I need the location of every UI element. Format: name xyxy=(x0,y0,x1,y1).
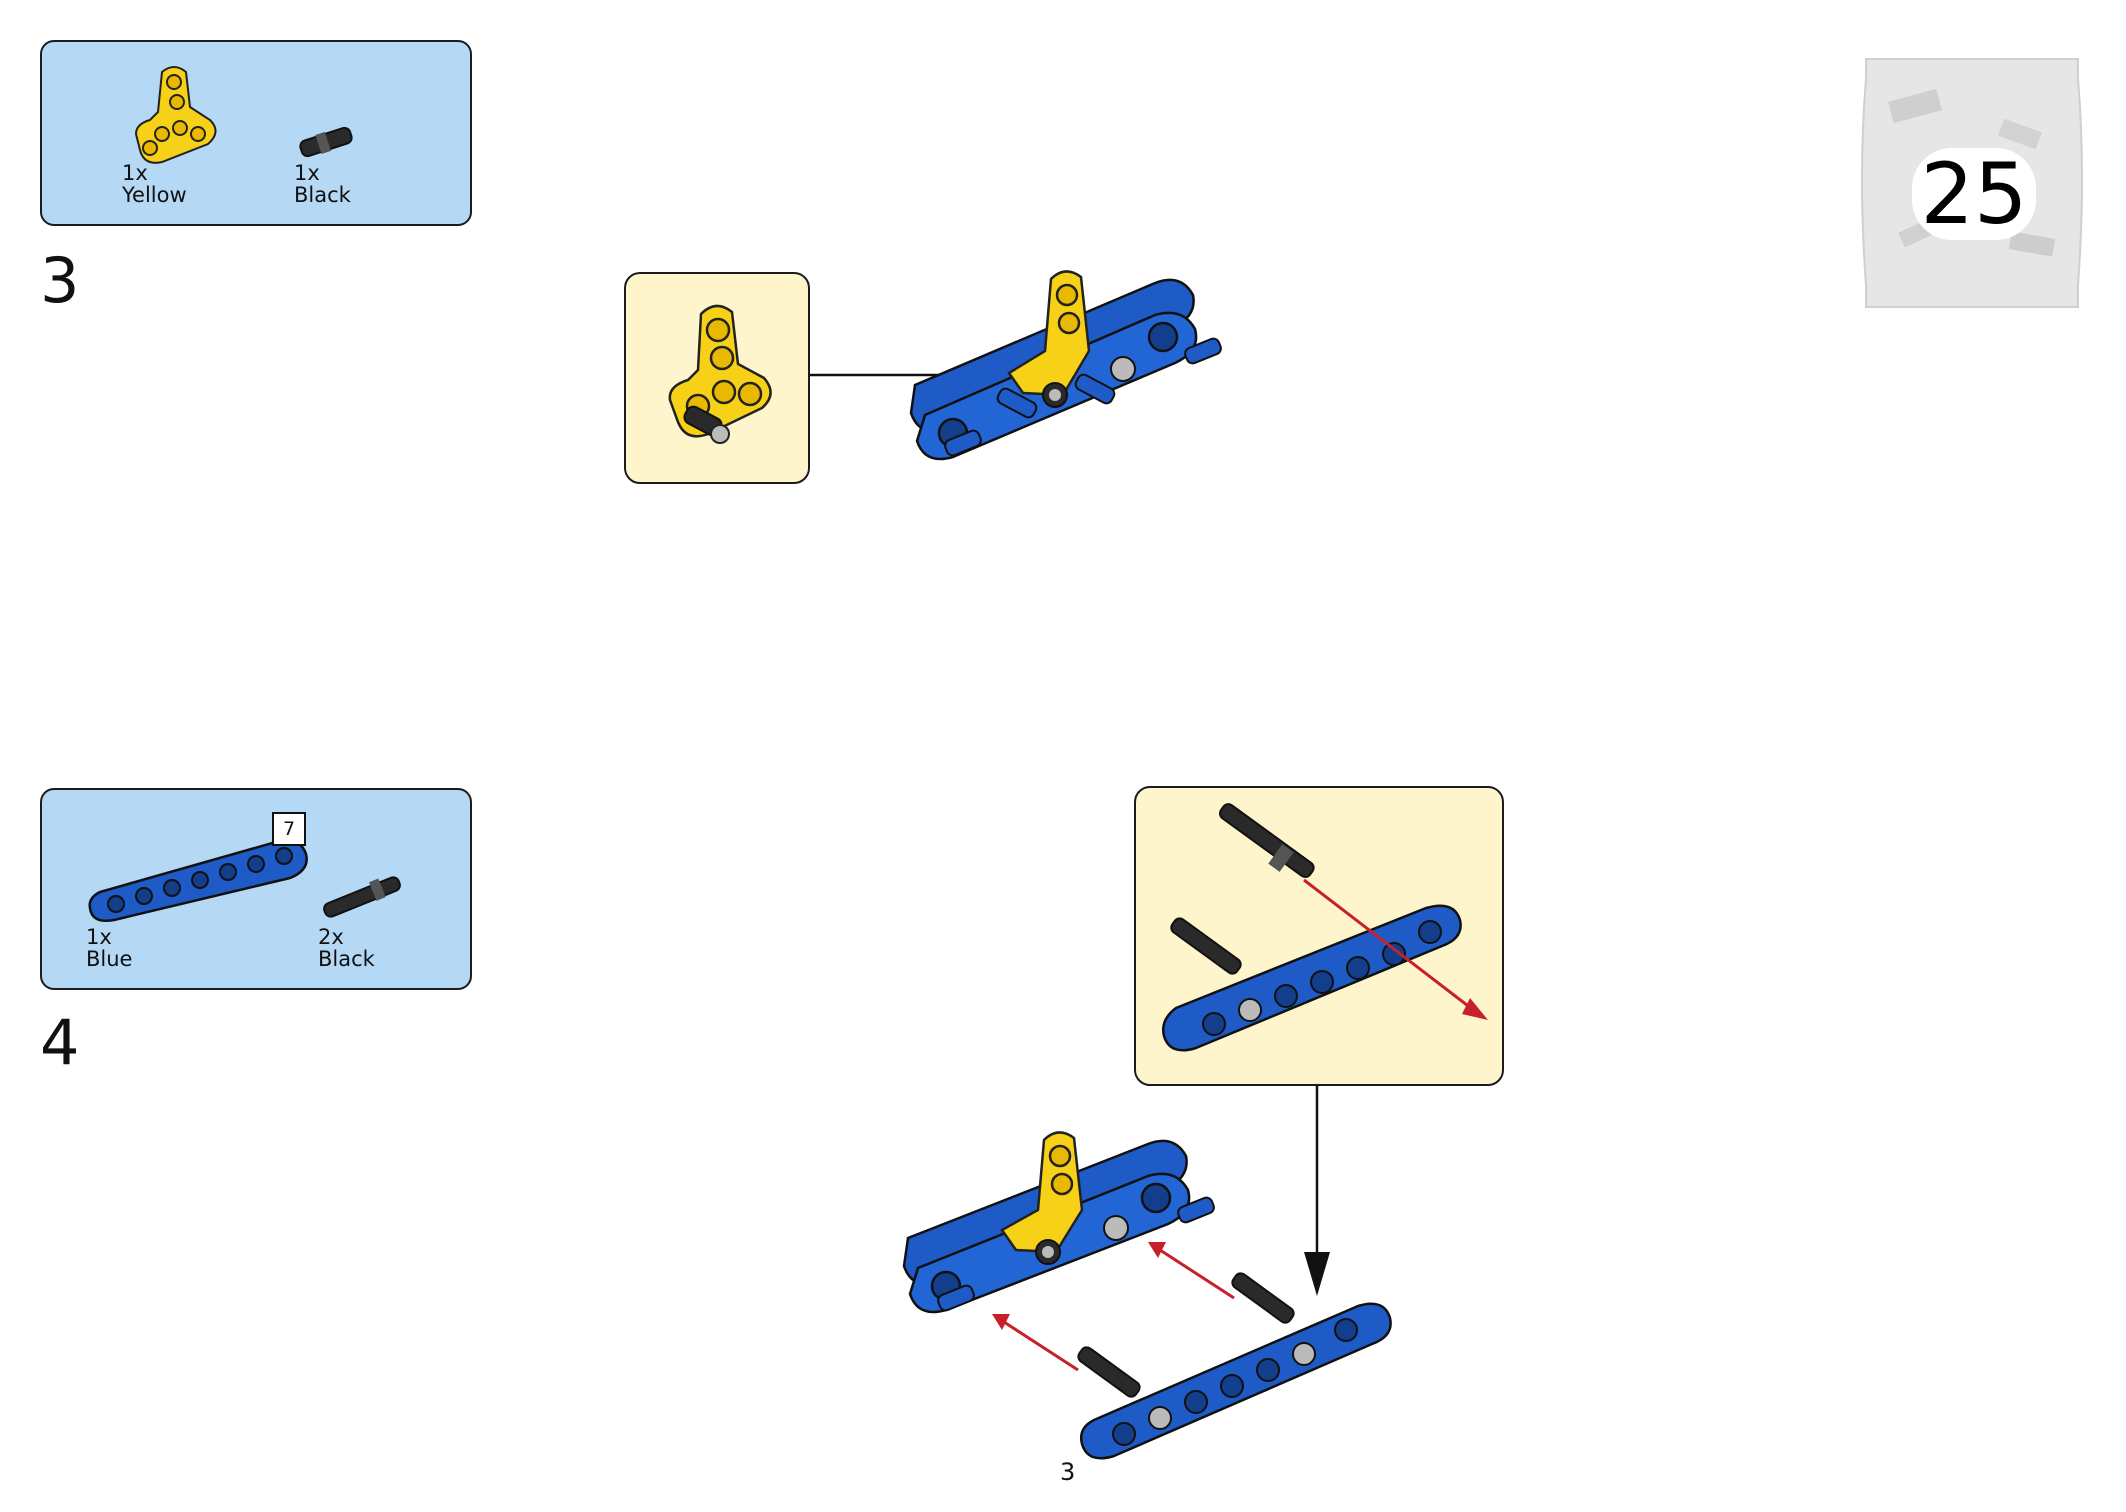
step-4-assembly-illustration xyxy=(902,1131,1392,1460)
part-color: Black xyxy=(318,947,375,971)
part-blue-label: 1x Blue xyxy=(86,926,132,970)
part-yellow-label: 1x Yellow xyxy=(122,162,187,206)
bag-number-label: 25 xyxy=(1912,148,2036,240)
part-qty: 1x xyxy=(122,161,148,185)
black-axle-pin-icon xyxy=(323,876,401,918)
beam-length-badge: 7 xyxy=(272,812,306,846)
part-qty: 1x xyxy=(86,925,112,949)
yellow-t-beam-icon xyxy=(134,66,217,164)
step-4-arrow-icon xyxy=(1304,1086,1330,1296)
part-black-label: 2x Black xyxy=(318,926,375,970)
step-3-number: 3 xyxy=(40,244,80,317)
part-color: Blue xyxy=(86,947,133,971)
part-qty: 2x xyxy=(318,925,344,949)
step-3-assembly-illustration xyxy=(909,270,1222,461)
yellow-t-beam-with-pin-icon xyxy=(668,304,772,444)
step-4-number: 4 xyxy=(40,1006,80,1079)
blue-beam-7-icon xyxy=(88,839,308,922)
step-3-callout xyxy=(624,272,810,484)
page-number: 3 xyxy=(1060,1458,1076,1486)
part-black-label: 1x Black xyxy=(294,162,351,206)
step-3-parts-list: 1x Yellow 1x Black xyxy=(40,40,472,226)
part-color: Yellow xyxy=(122,183,187,207)
beam-with-axle-pins-illustration xyxy=(1162,803,1488,1052)
part-color: Black xyxy=(294,183,351,207)
step-4-callout xyxy=(1134,786,1504,1086)
part-qty: 1x xyxy=(294,161,320,185)
step-4-parts-list: 7 1x Blue 2x Black xyxy=(40,788,472,990)
black-connector-pin-icon xyxy=(299,126,353,158)
